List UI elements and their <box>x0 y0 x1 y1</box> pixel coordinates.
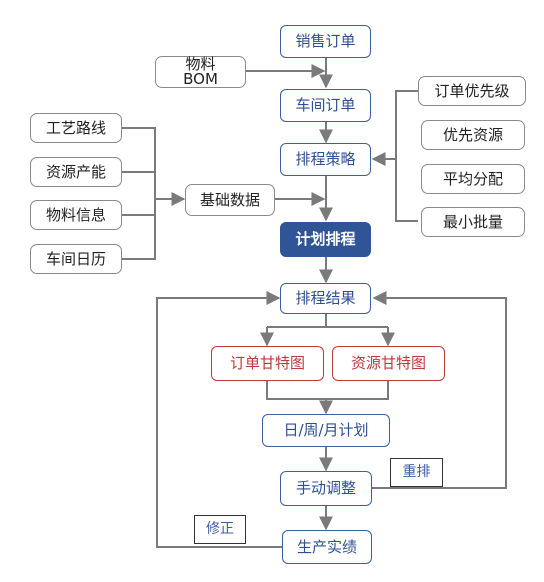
option-average-allocation: 平均分配 <box>421 164 525 194</box>
input-routing-label: 工艺路线 <box>45 118 106 137</box>
resource-gantt-label: 资源甘特图 <box>350 354 426 372</box>
scheduling-strategy-node: 排程策略 <box>280 143 371 176</box>
material-bom-label-line1: 物料 <box>185 55 216 73</box>
workshop-order-label: 车间订单 <box>295 96 356 114</box>
period-plan-node: 日/周/月计划 <box>262 414 390 447</box>
input-material-info: 物料信息 <box>30 200 122 230</box>
option-order-priority: 订单优先级 <box>418 76 526 106</box>
order-gantt-node: 订单甘特图 <box>211 346 324 381</box>
input-material-info-label: 物料信息 <box>45 205 106 224</box>
input-resource-capacity-label: 资源产能 <box>45 162 106 181</box>
input-workshop-calendar-label: 车间日历 <box>45 249 106 268</box>
option-average-allocation-label: 平均分配 <box>442 169 503 188</box>
base-data-node: 基础数据 <box>185 184 275 216</box>
production-actual-label: 生产实绩 <box>296 537 357 556</box>
reschedule-label-text: 重排 <box>402 464 431 480</box>
input-workshop-calendar: 车间日历 <box>30 244 122 274</box>
reschedule-label: 重排 <box>390 458 443 487</box>
correction-label: 修正 <box>194 515 246 544</box>
input-resource-capacity: 资源产能 <box>30 157 122 187</box>
option-priority-resource: 优先资源 <box>421 120 525 150</box>
manual-adjust-node: 手动调整 <box>280 471 372 506</box>
period-plan-label: 日/周/月计划 <box>283 421 369 439</box>
manual-adjust-label: 手动调整 <box>295 479 356 497</box>
option-minimum-batch-label: 最小批量 <box>442 212 503 231</box>
reschedule-loop <box>372 291 507 489</box>
line-gantt-merge <box>266 381 389 400</box>
option-minimum-batch: 最小批量 <box>421 207 525 237</box>
material-bom-node: 物料 BOM <box>155 56 246 88</box>
scheduling-result-label: 排程结果 <box>295 289 356 307</box>
scheduling-result-node: 排程结果 <box>280 283 371 314</box>
sales-order-label: 销售订单 <box>295 32 356 50</box>
order-gantt-label: 订单甘特图 <box>229 354 305 372</box>
correction-loop <box>156 291 282 548</box>
base-data-bracket <box>109 127 156 260</box>
scheduling-strategy-label: 排程策略 <box>295 150 356 168</box>
option-order-priority-label: 订单优先级 <box>434 81 510 100</box>
workshop-order-node: 车间订单 <box>280 89 371 122</box>
planned-scheduling-node: 计划排程 <box>280 222 371 257</box>
sales-order-node: 销售订单 <box>280 25 371 58</box>
base-data-label: 基础数据 <box>199 190 260 209</box>
input-routing: 工艺路线 <box>30 113 122 143</box>
option-priority-resource-label: 优先资源 <box>442 125 503 144</box>
resource-gantt-node: 资源甘特图 <box>332 346 445 381</box>
correction-label-text: 修正 <box>206 521 234 537</box>
production-actual-node: 生产实绩 <box>282 530 372 564</box>
strategy-bracket <box>395 90 418 222</box>
material-bom-label-line2: BOM <box>183 70 218 88</box>
planned-scheduling-label: 计划排程 <box>295 230 356 248</box>
